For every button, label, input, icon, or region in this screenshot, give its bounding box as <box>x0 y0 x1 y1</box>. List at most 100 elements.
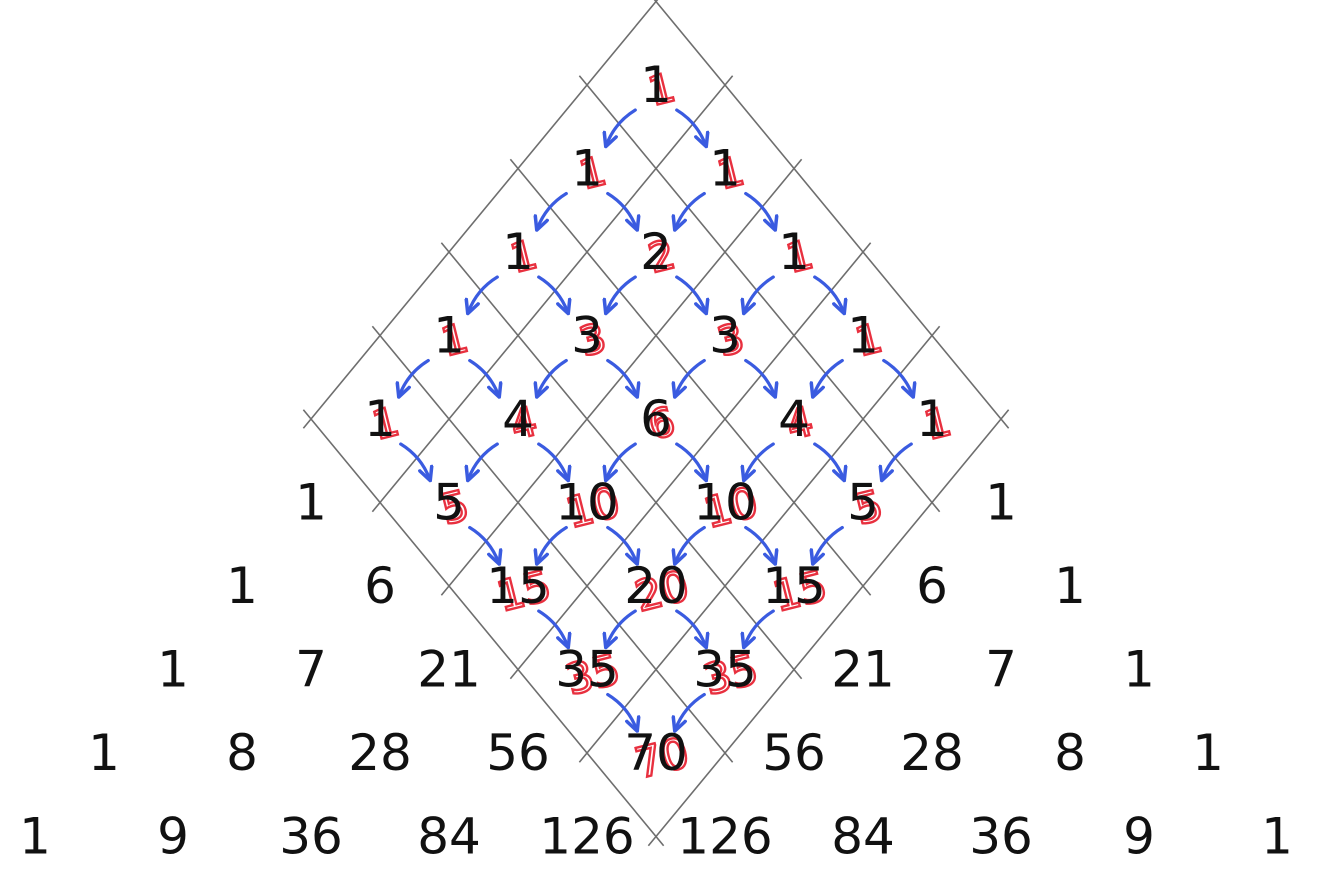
pascal-number: 1 <box>778 223 810 281</box>
path-arrow <box>606 275 637 312</box>
path-arrow <box>399 358 430 396</box>
path-arrow <box>813 525 844 563</box>
pascal-number: 7 <box>985 641 1017 699</box>
path-arrow <box>606 525 637 563</box>
pascal-number: 3 <box>709 307 741 365</box>
pascal-number: 1 <box>916 390 948 448</box>
pascal-number: 1 <box>985 474 1017 532</box>
path-arrow <box>606 692 637 730</box>
pascal-number: 84 <box>831 808 895 866</box>
path-arrow <box>537 525 568 563</box>
path-arrow <box>675 525 706 563</box>
pascal-number: 35 <box>555 641 619 699</box>
pascal-number: 36 <box>279 808 343 866</box>
grid-line <box>647 409 1010 847</box>
pascal-number: 5 <box>847 474 879 532</box>
path-arrow <box>675 108 706 145</box>
grid-line <box>509 158 872 596</box>
grid-line <box>653 0 1010 429</box>
path-arrow <box>537 275 568 312</box>
path-arrow <box>882 358 913 396</box>
pascal-number: 1 <box>502 223 534 281</box>
path-arrow <box>537 442 568 479</box>
pascal-number: 1 <box>1054 557 1086 615</box>
grid-line <box>371 75 734 513</box>
pascal-number: 4 <box>778 390 810 448</box>
pascal-number: 56 <box>762 724 826 782</box>
pascal-number: 28 <box>348 724 412 782</box>
pascal-number: 5 <box>433 474 465 532</box>
path-arrows <box>399 108 913 730</box>
path-arrow <box>744 191 775 229</box>
pascal-number: 1 <box>571 140 603 198</box>
pascal-number: 126 <box>539 808 634 866</box>
pascal-number: 15 <box>762 557 826 615</box>
grid-line <box>509 242 872 680</box>
pascal-number: 1 <box>1123 641 1155 699</box>
pascal-number: 6 <box>916 557 948 615</box>
path-arrow <box>606 442 637 479</box>
pascal-number: 10 <box>555 474 619 532</box>
pascal-number: 1 <box>709 140 741 198</box>
path-arrow <box>468 525 499 563</box>
grid-line <box>440 158 803 596</box>
lattice-grid <box>302 0 1010 847</box>
path-arrow <box>675 692 706 730</box>
path-arrow <box>675 191 706 229</box>
path-arrow <box>606 609 637 646</box>
path-arrow <box>744 609 775 646</box>
pascal-number: 1 <box>847 307 879 365</box>
pascal-number: 3 <box>571 307 603 365</box>
pascal-number: 8 <box>226 724 258 782</box>
pascal-number: 8 <box>1054 724 1086 782</box>
pascal-number: 1 <box>88 724 120 782</box>
path-arrow <box>813 358 844 396</box>
pascal-number: 9 <box>1123 808 1155 866</box>
pascal-number: 1 <box>1261 808 1293 866</box>
path-arrow <box>399 442 430 479</box>
pascal-number: 4 <box>502 390 534 448</box>
path-arrow <box>468 442 499 479</box>
pascal-number: 28 <box>900 724 964 782</box>
grid-line <box>578 325 941 763</box>
path-arrow <box>744 525 775 563</box>
grid-line <box>578 75 941 513</box>
pascal-number: 84 <box>417 808 481 866</box>
pascal-number: 1 <box>1192 724 1224 782</box>
path-arrow <box>744 275 775 312</box>
grid-line <box>302 409 665 847</box>
pascal-number: 1 <box>226 557 258 615</box>
pascal-number: 1 <box>640 56 672 114</box>
path-arrow <box>675 442 706 479</box>
pascal-number: 9 <box>157 808 189 866</box>
grid-line <box>440 242 803 680</box>
pascal-number: 1 <box>295 474 327 532</box>
pascal-number: 70 <box>624 724 688 782</box>
grid-line <box>302 0 659 429</box>
pascal-number: 20 <box>624 557 688 615</box>
grid-line <box>371 325 734 763</box>
path-arrow <box>882 442 913 479</box>
pascal-number: 7 <box>295 641 327 699</box>
path-arrow <box>537 191 568 229</box>
path-arrow <box>537 358 568 396</box>
pascal-number: 6 <box>364 557 396 615</box>
path-arrow <box>606 108 637 145</box>
pascal-number: 1 <box>157 641 189 699</box>
path-arrow <box>675 609 706 646</box>
path-arrow <box>813 275 844 312</box>
pascal-number: 2 <box>640 223 672 281</box>
path-arrow <box>744 442 775 479</box>
pascal-number: 56 <box>486 724 550 782</box>
pascal-number: 126 <box>677 808 772 866</box>
pascal-number: 1 <box>19 808 51 866</box>
pascal-number: 1 <box>364 390 396 448</box>
path-arrow <box>675 358 706 396</box>
path-arrow <box>468 358 499 396</box>
pascal-number: 21 <box>831 641 895 699</box>
path-arrow <box>744 358 775 396</box>
pascal-number: 10 <box>693 474 757 532</box>
path-arrow <box>606 358 637 396</box>
pascal-number: 6 <box>640 390 672 448</box>
